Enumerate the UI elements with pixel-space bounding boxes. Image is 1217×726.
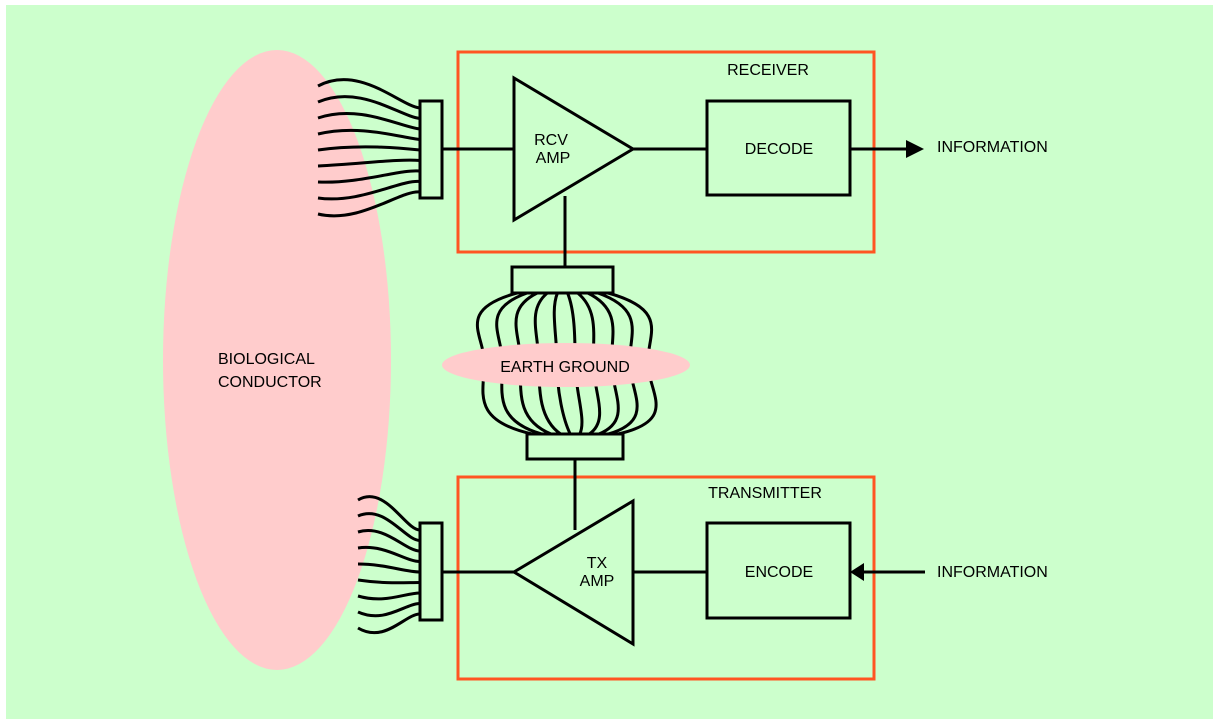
transmitter-amp-label-line1: TX bbox=[587, 555, 608, 572]
transmitter-amp-label-line2: AMP bbox=[580, 573, 615, 590]
electrode-wire bbox=[317, 179, 421, 201]
receiver-title: RECEIVER bbox=[727, 62, 809, 79]
receiver-amp-label-line2: AMP bbox=[536, 150, 571, 167]
electrode-wire bbox=[357, 529, 421, 553]
electrode-wire bbox=[317, 112, 421, 131]
decode-label: DECODE bbox=[745, 141, 813, 158]
connection-wires bbox=[442, 147, 925, 574]
encode-block bbox=[705, 521, 852, 620]
transmitter-box bbox=[456, 475, 876, 681]
biological-conductor-ellipse bbox=[163, 50, 391, 670]
lower-electrode-plate bbox=[418, 521, 444, 622]
electrode-wire bbox=[317, 78, 421, 110]
receiver-amp-label-line1: RCV bbox=[534, 132, 568, 149]
biological-conductor-label-line1: BIOLOGICAL bbox=[218, 351, 315, 368]
earth-ground-label: EARTH GROUND bbox=[500, 359, 630, 376]
information-input-label: INFORMATION bbox=[937, 564, 1048, 581]
transmitter-title: TRANSMITTER bbox=[708, 485, 822, 502]
electrode-wire bbox=[357, 602, 421, 618]
electrode-wire bbox=[317, 169, 421, 184]
output-arrowhead bbox=[906, 140, 924, 158]
electrode-wire bbox=[357, 495, 421, 532]
upper-electrode-wires bbox=[317, 78, 421, 218]
upper-electrode-plate bbox=[418, 99, 444, 200]
information-output-label: INFORMATION bbox=[937, 139, 1048, 156]
electrode-wire bbox=[357, 578, 421, 585]
electrode-wire bbox=[357, 545, 421, 563]
electrode-wire bbox=[357, 562, 421, 574]
ground-bottom-plate bbox=[525, 432, 625, 461]
electrode-wire bbox=[357, 591, 421, 601]
electrode-wire bbox=[317, 128, 421, 141]
earth-ground-ellipse bbox=[442, 343, 690, 387]
receiver-box bbox=[456, 50, 876, 254]
biological-conductor-label-line2: CONDUCTOR bbox=[218, 374, 322, 391]
encode-label: ENCODE bbox=[745, 564, 813, 581]
electrode-wire bbox=[317, 145, 421, 152]
electrode-wire bbox=[317, 158, 421, 168]
electrode-wire bbox=[357, 612, 421, 635]
input-arrowhead bbox=[850, 563, 864, 581]
electrode-wire bbox=[317, 95, 421, 120]
ground-top-plate bbox=[510, 265, 615, 295]
electrode-wire bbox=[317, 190, 421, 218]
lower-electrode-wires bbox=[357, 495, 421, 635]
electrode-wire bbox=[357, 512, 421, 542]
